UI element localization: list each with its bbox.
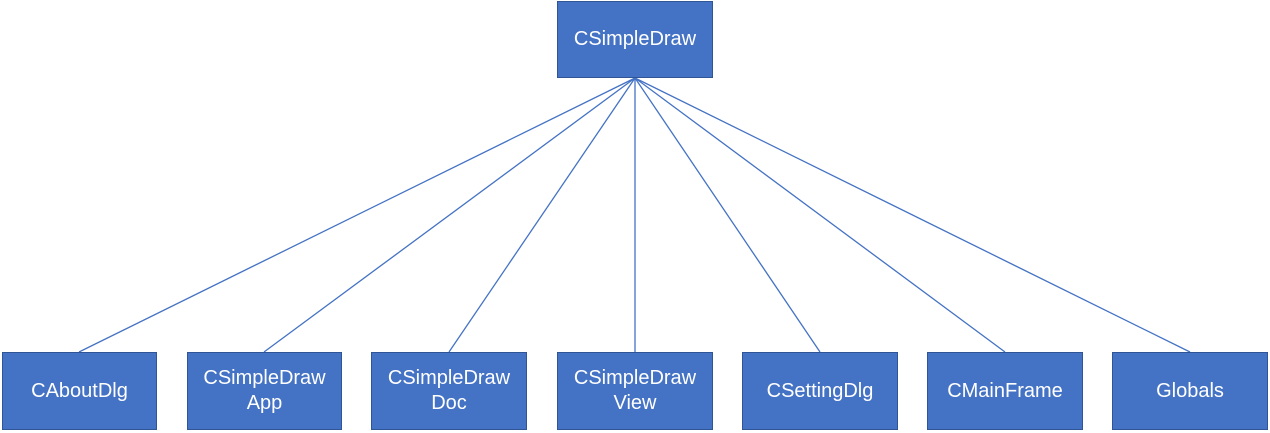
node-cmainframe[interactable]: CMainFrame: [927, 352, 1083, 430]
connector-to-csimpledrawdoc: [448, 77, 636, 353]
connector-to-cmainframe: [634, 77, 1006, 353]
root-node-csimpledraw[interactable]: CSimpleDraw: [557, 1, 713, 78]
node-csimpledraw-doc[interactable]: CSimpleDraw Doc: [371, 352, 527, 430]
connector-to-globals: [634, 77, 1191, 353]
node-csettingdlg[interactable]: CSettingDlg: [742, 352, 898, 430]
node-caboutdlg[interactable]: CAboutDlg: [2, 352, 157, 430]
node-csimpledraw-app[interactable]: CSimpleDraw App: [187, 352, 342, 430]
connector-to-csettingdlg: [634, 77, 821, 353]
connector-to-csimpledrawapp: [263, 77, 636, 353]
connector-to-caboutdlg: [78, 77, 636, 353]
node-csimpledraw-view[interactable]: CSimpleDraw View: [557, 352, 713, 430]
node-globals[interactable]: Globals: [1112, 352, 1268, 430]
